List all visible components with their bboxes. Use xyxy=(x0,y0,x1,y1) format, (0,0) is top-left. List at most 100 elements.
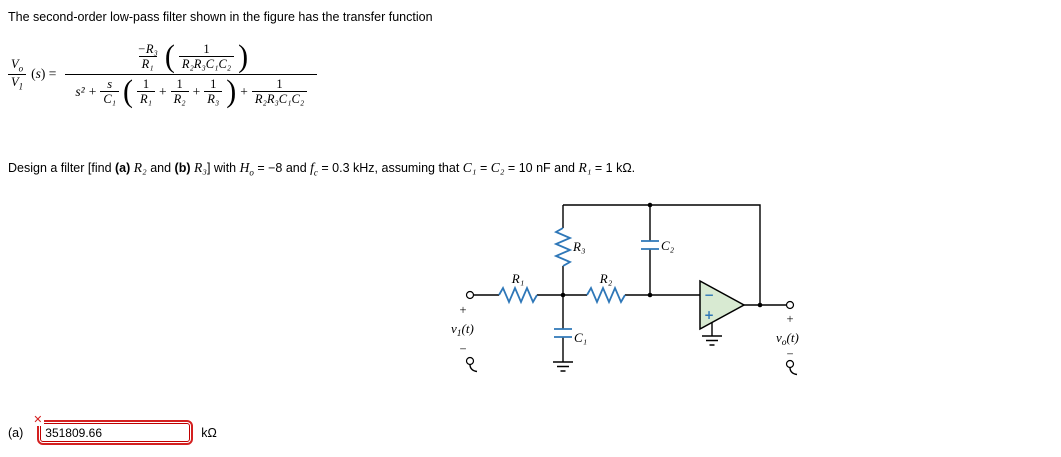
part-b-bold: (b) xyxy=(174,161,191,175)
lhs-denominator: V1 xyxy=(8,73,27,92)
output-plus-sign: + xyxy=(786,312,793,326)
lhs-vo-v1-fraction: Vo V1 xyxy=(8,57,27,92)
big-rparen: ) xyxy=(226,74,237,109)
var-r3: R₃ xyxy=(193,160,207,175)
node-dot xyxy=(647,202,653,208)
input-lower-terminal xyxy=(465,356,475,366)
sub-o: o xyxy=(18,63,24,74)
input-minus-sign: − xyxy=(459,342,466,356)
arg-t: (t) xyxy=(787,330,799,345)
one: 1 xyxy=(142,76,150,91)
rparen-equals: ) = xyxy=(40,66,57,82)
var-r2: R₂ xyxy=(133,160,147,175)
transfer-function-equation: Vo V1 (s) = −R₃ R₁ ( 1 R₂R₃C₁C₂ ) s² + s… xyxy=(8,40,318,109)
lparen: ( xyxy=(31,66,36,82)
opamp-plus-icon: + xyxy=(704,308,714,322)
sub-o: o xyxy=(249,167,254,178)
num-1-over-rrcc-fraction: 1 R₂R₃C₁C₂ xyxy=(178,42,235,72)
capacitor-c1 xyxy=(554,328,572,338)
var-v: v xyxy=(776,330,782,345)
node-dot xyxy=(560,292,566,298)
var-r3: R₃ xyxy=(204,91,223,106)
big-lparen: ( xyxy=(164,39,175,74)
label-v1: v1(t) xyxy=(451,321,474,339)
part-a-bold: (a) xyxy=(115,161,131,175)
sub-c: c xyxy=(313,167,318,178)
answer-part-label: (a) xyxy=(8,425,24,440)
opamp-minus-icon: − xyxy=(704,288,714,302)
answer-section: (a) ✕ kΩ xyxy=(8,415,217,445)
sub-1: 1 xyxy=(457,329,462,339)
resistor-r3 xyxy=(553,227,573,267)
design-instruction: Design a filter [find (a) R₂ and (b) R₃]… xyxy=(8,160,635,178)
input-plus-sign: + xyxy=(459,303,466,317)
resistor-r2 xyxy=(586,285,626,305)
output-lower-terminal xyxy=(785,359,795,369)
transfer-arg-s: (s) = xyxy=(31,66,56,82)
opamp xyxy=(699,279,746,331)
one-over-r1-fraction: 1 R₁ xyxy=(137,77,155,107)
circuit-diagram: − + R₁ R₂ R₃ C₂ C₁ + v1(t) − + vo(t) − xyxy=(451,202,799,376)
var-c2: C₂ xyxy=(490,160,505,175)
s-over-c1-fraction: s C₁ xyxy=(100,76,120,107)
var-s: s xyxy=(35,66,41,82)
one-over-r2-fraction: 1 R₂ xyxy=(170,76,189,107)
main-numerator: −R₃ R₁ ( 1 R₂R₃C₁C₂ ) xyxy=(124,40,258,74)
label-c2: C₂ xyxy=(661,238,675,253)
output-terminal xyxy=(785,300,795,310)
var-v: v xyxy=(451,321,457,336)
answer-input-wrap: ✕ xyxy=(32,415,194,445)
input-terminal xyxy=(465,290,475,300)
label-c1: C₁ xyxy=(574,330,587,345)
design-text: and xyxy=(146,161,175,175)
var-r2: R₂ xyxy=(170,91,189,106)
big-lparen: ( xyxy=(123,74,134,109)
answer-input[interactable] xyxy=(40,423,191,442)
design-text: = −8 and xyxy=(253,161,311,175)
problem-intro: The second-order low-pass filter shown i… xyxy=(8,10,433,24)
incorrect-x-icon: ✕ xyxy=(32,414,44,426)
output-ground-pigtail xyxy=(789,367,798,376)
lhs-numerator: Vo xyxy=(8,57,26,74)
sub-o: o xyxy=(782,338,787,348)
node-dot xyxy=(757,302,763,308)
design-text: = xyxy=(476,161,491,175)
input-ground-pigtail xyxy=(469,364,478,373)
design-text: Design a filter [find xyxy=(8,161,115,175)
var-r2r3c1c2: R₂R₃C₁C₂ xyxy=(251,91,308,106)
plus-sign: + xyxy=(192,83,201,99)
neg-r3: −R₃ xyxy=(137,42,158,56)
var-f: f xyxy=(310,160,314,175)
big-rparen: ) xyxy=(238,39,249,74)
design-text: = 1 kΩ. xyxy=(591,161,636,175)
var-r1: R₁ xyxy=(138,56,157,71)
node-dot xyxy=(647,292,653,298)
var-c1: C₁ xyxy=(462,160,477,175)
ground-icon xyxy=(553,361,573,372)
var-s: s xyxy=(107,76,113,91)
design-text: = 10 nF and xyxy=(504,161,579,175)
label-r3: R₃ xyxy=(572,239,585,254)
main-denominator: s² + s C₁ ( 1 R₁ + 1 R₂ + 1 R₃ ) + xyxy=(65,73,318,109)
plus-sign: + xyxy=(88,83,97,99)
var-r1: R₁ xyxy=(137,91,155,106)
label-r2: R₂ xyxy=(599,271,613,286)
s-squared: s² xyxy=(75,83,85,99)
one: 1 xyxy=(176,76,183,91)
resistor-r1 xyxy=(498,285,538,305)
one: 1 xyxy=(210,76,217,91)
answer-unit: kΩ xyxy=(201,425,217,440)
one-over-r3-fraction: 1 R₃ xyxy=(204,76,223,107)
var-r2r3c1c2: R₂R₃C₁C₂ xyxy=(178,56,235,71)
plus-sign: + xyxy=(240,83,248,99)
output-minus-sign: − xyxy=(786,347,793,361)
label-r1: R₁ xyxy=(511,271,524,286)
ground-icon xyxy=(702,335,722,346)
var-r1: R₁ xyxy=(578,160,592,175)
var-v: V xyxy=(11,56,19,71)
one: 1 xyxy=(276,76,283,91)
gain-fraction: −R₃ R₁ xyxy=(134,42,160,72)
label-vo: vo(t) xyxy=(776,330,799,348)
sub-1: 1 xyxy=(18,81,24,92)
var-h: H xyxy=(239,160,250,175)
